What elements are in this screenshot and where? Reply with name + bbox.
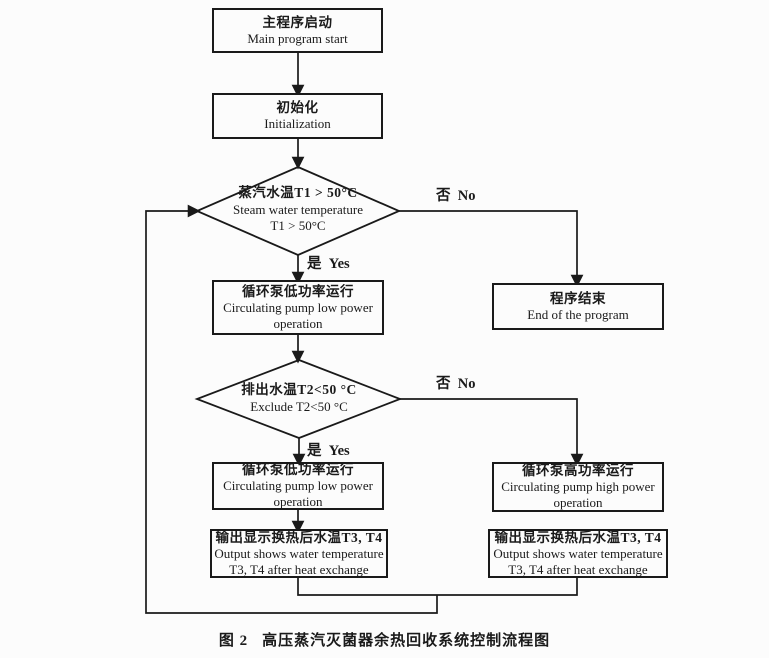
arrow-decision-t2-no-to-pump-high bbox=[400, 398, 584, 467]
pump-high-label-en2: operation bbox=[553, 495, 603, 510]
decision-t2-no-label: 否 No bbox=[436, 376, 476, 392]
pump-high-power-box: 循环泵高功率运行 Circulating pump high power ope… bbox=[492, 462, 664, 512]
end-program-label-zh: 程序结束 bbox=[550, 290, 606, 306]
output-right-label-en1: Output shows water temperature bbox=[493, 545, 663, 561]
decision-t1-label-en2: T1 > 50°C bbox=[270, 218, 326, 233]
figure-caption: 图 2 高压蒸汽灭菌器余热回收系统控制流程图 bbox=[0, 629, 769, 650]
output-left-label-zh: 输出显示换热后水温T3, T4 bbox=[215, 529, 383, 545]
init-label-en: Initialization bbox=[264, 116, 331, 131]
init-box: 初始化 Initialization bbox=[212, 93, 383, 139]
figure-caption-number: 图 2 bbox=[218, 633, 249, 649]
merge-line-outputs bbox=[297, 578, 578, 596]
main-start-box: 主程序启动 Main program start bbox=[212, 8, 383, 53]
pump-low2-label-en1: Circulating pump low power bbox=[223, 478, 373, 493]
main-start-label-zh: 主程序启动 bbox=[262, 14, 333, 30]
output-temperature-box-right: 输出显示换热后水温T3, T4 Output shows water tempe… bbox=[488, 529, 668, 578]
decision-t2-yes-label: 是 Yes bbox=[307, 443, 350, 459]
decision-t2-label: 排出水温T2<50 °C Exclude T2<50 °C bbox=[199, 382, 399, 415]
end-program-label-en: End of the program bbox=[527, 306, 629, 322]
output-left-label-en2: T3, T4 after heat exchange bbox=[229, 561, 369, 577]
decision-t1-label-en1: Steam water temperature bbox=[233, 201, 363, 217]
pump-low1-label-en2: operation bbox=[273, 315, 323, 331]
output-right-label-zh: 输出显示换热后水温T3, T4 bbox=[494, 529, 662, 545]
pump-low-power-box-1: 循环泵低功率运行 Circulating pump low power oper… bbox=[212, 280, 384, 335]
pump-low1-label-zh: 循环泵低功率运行 bbox=[242, 283, 354, 299]
decision-t1-label-zh: 蒸汽水温T1 > 50°C bbox=[238, 185, 358, 200]
init-label-zh: 初始化 bbox=[276, 100, 319, 115]
output-right-label-en2: T3, T4 after heat exchange bbox=[508, 561, 648, 577]
figure-caption-title: 高压蒸汽灭菌器余热回收系统控制流程图 bbox=[262, 633, 551, 649]
arrow-decision-t1-no-to-end bbox=[399, 210, 584, 288]
loopback-line-to-decision-t1 bbox=[145, 204, 438, 614]
end-program-box: 程序结束 End of the program bbox=[492, 283, 664, 330]
pump-high-label-en1: Circulating pump high power bbox=[501, 479, 655, 494]
pump-high-label-zh: 循环泵高功率运行 bbox=[522, 463, 634, 478]
decision-t1-label: 蒸汽水温T1 > 50°C Steam water temperature T1… bbox=[198, 185, 398, 235]
pump-low1-label-en1: Circulating pump low power bbox=[223, 299, 373, 315]
output-left-label-en1: Output shows water temperature bbox=[214, 545, 384, 561]
decision-t2-label-en: Exclude T2<50 °C bbox=[250, 398, 348, 414]
decision-t1-yes-label: 是 Yes bbox=[307, 256, 350, 272]
decision-t2-label-zh: 排出水温T2<50 °C bbox=[241, 382, 357, 397]
main-start-label-en: Main program start bbox=[247, 30, 348, 46]
output-temperature-box-left: 输出显示换热后水温T3, T4 Output shows water tempe… bbox=[210, 529, 388, 578]
pump-low2-label-zh: 循环泵低功率运行 bbox=[242, 462, 354, 477]
decision-t1-no-label: 否 No bbox=[436, 188, 476, 204]
pump-low-power-box-2: 循环泵低功率运行 Circulating pump low power oper… bbox=[212, 462, 384, 510]
pump-low2-label-en2: operation bbox=[273, 494, 323, 509]
